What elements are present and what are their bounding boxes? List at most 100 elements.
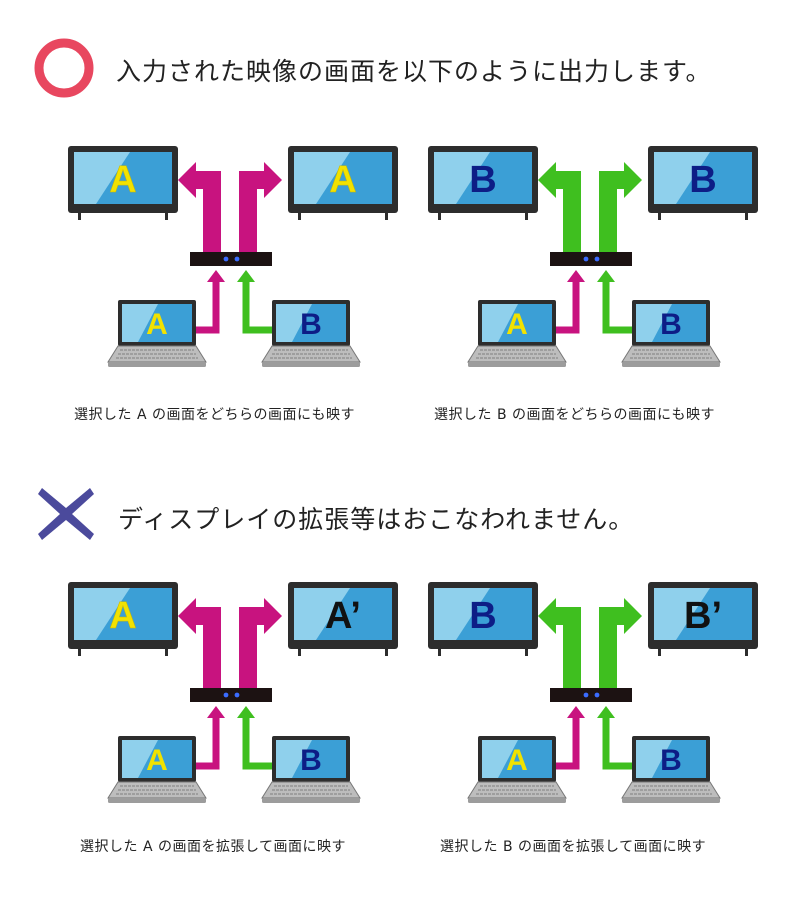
monitor-label: B: [469, 159, 496, 201]
laptop-label: A: [146, 744, 168, 777]
switcher-led: [594, 692, 600, 698]
switcher-body: [550, 252, 632, 266]
caption-ok-a: 選択した A の画面をどちらの画面にも映す: [74, 407, 355, 423]
laptop-screen-shade: [652, 304, 706, 342]
switcher-led: [583, 256, 589, 262]
output-arrow-right: [239, 162, 282, 258]
laptop-screen-shade: [292, 740, 346, 778]
laptop-screen-shade: [498, 740, 552, 778]
circle-ok-icon: [34, 38, 94, 98]
caption-ng-b: 選択した B の画面を拡張して画面に映す: [440, 839, 707, 855]
monitor-label: A’: [325, 595, 361, 637]
input-path-b: [237, 706, 272, 770]
monitor-foot: [165, 649, 168, 656]
laptop-label: B: [660, 308, 682, 341]
section-ng-headline: ディスプレイの拡張等はおこなわれません。: [118, 505, 635, 534]
input-path-arrowhead: [207, 270, 225, 282]
hdmi-switcher: [550, 252, 632, 266]
monitor-screen-shade: [456, 588, 532, 640]
input-path-line: [242, 278, 272, 334]
hdmi-switcher: [190, 688, 272, 702]
laptop-base: [108, 798, 206, 803]
monitor-label: A: [329, 159, 356, 201]
output-arrow-left: [178, 598, 221, 694]
input-path-line: [602, 714, 632, 770]
output-arrow-right: [239, 598, 282, 694]
panel-ng-a: A A’ A B: [68, 582, 398, 803]
monitor-foot: [525, 213, 528, 220]
cross-ng-icon: [38, 488, 94, 540]
monitor-screen-shade: [316, 152, 392, 204]
laptop-screen-shade: [652, 740, 706, 778]
monitor-left: B: [428, 582, 538, 656]
switcher-led: [583, 692, 589, 698]
laptop-right: B: [261, 736, 361, 803]
monitor-screen-shade: [96, 152, 172, 204]
laptop-base: [108, 362, 206, 367]
input-path-b: [597, 706, 632, 770]
monitor-label: B: [469, 595, 496, 637]
monitor-foot: [385, 213, 388, 220]
monitor-foot: [78, 649, 81, 656]
monitor-foot: [165, 213, 168, 220]
switcher-body: [550, 688, 632, 702]
laptop-screen-shade: [498, 304, 552, 342]
input-path-arrowhead: [237, 706, 255, 718]
laptop-left: A: [107, 300, 207, 367]
monitor-foot: [298, 649, 301, 656]
switcher-led: [234, 692, 240, 698]
input-path-arrowhead: [237, 270, 255, 282]
monitor-screen-shade: [676, 588, 752, 640]
output-arrow-right: [599, 162, 642, 258]
monitor-label: B’: [684, 595, 722, 637]
laptop-label: A: [506, 744, 528, 777]
monitor-right: A: [288, 146, 398, 220]
monitor-foot: [525, 649, 528, 656]
monitor-foot: [658, 649, 661, 656]
input-path-line: [194, 714, 220, 770]
laptop-left: A: [467, 736, 567, 803]
output-arrow-left: [538, 598, 581, 694]
monitor-left: A: [68, 582, 178, 656]
laptop-label: A: [146, 308, 168, 341]
monitor-label: B: [689, 159, 716, 201]
output-arrow-right: [599, 598, 642, 694]
switcher-led: [223, 256, 229, 262]
section-ng-diagram: A A’ A B B B’ A B: [0, 576, 800, 876]
laptop-base: [468, 798, 566, 803]
panel-ok-a: A A A B: [68, 146, 398, 367]
laptop-right: B: [261, 300, 361, 367]
switcher-led: [223, 692, 229, 698]
monitor-foot: [385, 649, 388, 656]
input-path-line: [602, 278, 632, 334]
monitor-foot: [745, 649, 748, 656]
monitor-label: A: [109, 159, 136, 201]
input-path-b: [597, 270, 632, 334]
output-arrow-left: [178, 162, 221, 258]
laptop-base: [262, 362, 360, 367]
input-path-line: [554, 278, 580, 334]
laptop-base: [468, 362, 566, 367]
switcher-body: [190, 252, 272, 266]
monitor-foot: [745, 213, 748, 220]
laptop-label: B: [300, 308, 322, 341]
laptop-label: B: [300, 744, 322, 777]
input-path-a: [554, 706, 585, 770]
laptop-screen-shade: [138, 304, 192, 342]
monitor-right: A’: [288, 582, 398, 656]
input-path-line: [554, 714, 580, 770]
section-ok-headline: 入力された映像の画面を以下のように出力します。: [116, 57, 712, 86]
monitor-foot: [78, 213, 81, 220]
input-path-line: [242, 714, 272, 770]
monitor-right: B’: [648, 582, 758, 656]
section-ok-diagram: A A A B B B A B: [0, 140, 800, 440]
input-path-a: [194, 270, 225, 334]
monitor-screen-shade: [456, 152, 532, 204]
input-path-arrowhead: [567, 270, 585, 282]
laptop-base: [622, 798, 720, 803]
caption-ng-a: 選択した A の画面を拡張して画面に映す: [80, 839, 347, 855]
caption-ok-b: 選択した B の画面をどちらの画面にも映す: [434, 407, 716, 423]
monitor-foot: [298, 213, 301, 220]
